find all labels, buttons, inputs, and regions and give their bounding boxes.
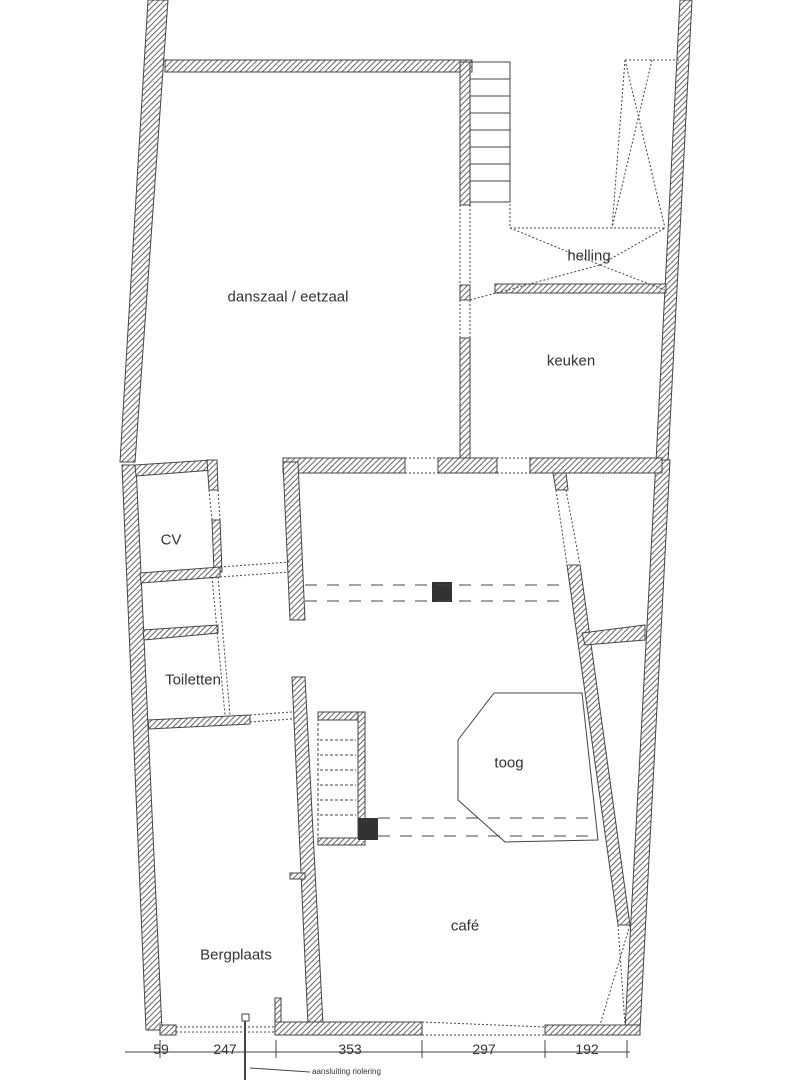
bar-counter — [457, 692, 599, 843]
room-label-danszaal: danszaal / eetzaal — [227, 288, 349, 306]
room-label-cv: CV — [160, 531, 182, 549]
sewer-connection-note: aansluiting riolering — [312, 1067, 381, 1076]
column — [358, 818, 378, 840]
dimension-lines — [125, 1013, 630, 1080]
helling-lines — [176, 59, 680, 1036]
column — [432, 582, 452, 602]
room-label-helling: helling — [567, 247, 611, 265]
room-label-toiletten: Toiletten — [165, 671, 221, 689]
walls — [119, 0, 693, 1036]
columns — [358, 582, 452, 840]
room-label-keuken: keuken — [546, 352, 596, 370]
beams — [305, 584, 598, 837]
stairs-upper — [469, 61, 511, 203]
room-label-bergplaats: Bergplaats — [200, 946, 272, 964]
room-label-toog: toog — [494, 754, 524, 772]
dimension-247: 247 — [213, 1041, 237, 1057]
dimension-192: 192 — [575, 1041, 599, 1057]
dimension-59: 59 — [153, 1041, 169, 1057]
dimension-353: 353 — [338, 1041, 362, 1057]
stairs-lower — [317, 719, 359, 839]
room-label-cafe: café — [450, 917, 480, 935]
dimension-297: 297 — [472, 1041, 496, 1057]
